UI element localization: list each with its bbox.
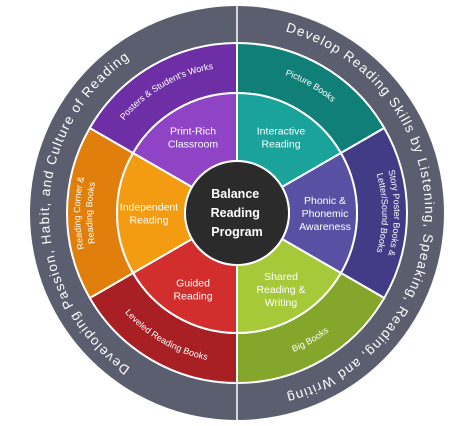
segment-phonic-awareness: Story Poster Books &Letter/Sound BooksPh… bbox=[280, 126, 408, 300]
ring-label-independent-reading-line-1: Reading Books bbox=[84, 181, 97, 245]
center-label: Balance Reading Program bbox=[211, 187, 264, 239]
segment-independent-reading: Reading Corner &Reading BooksIndependent… bbox=[66, 126, 194, 300]
center-hub bbox=[184, 160, 290, 266]
